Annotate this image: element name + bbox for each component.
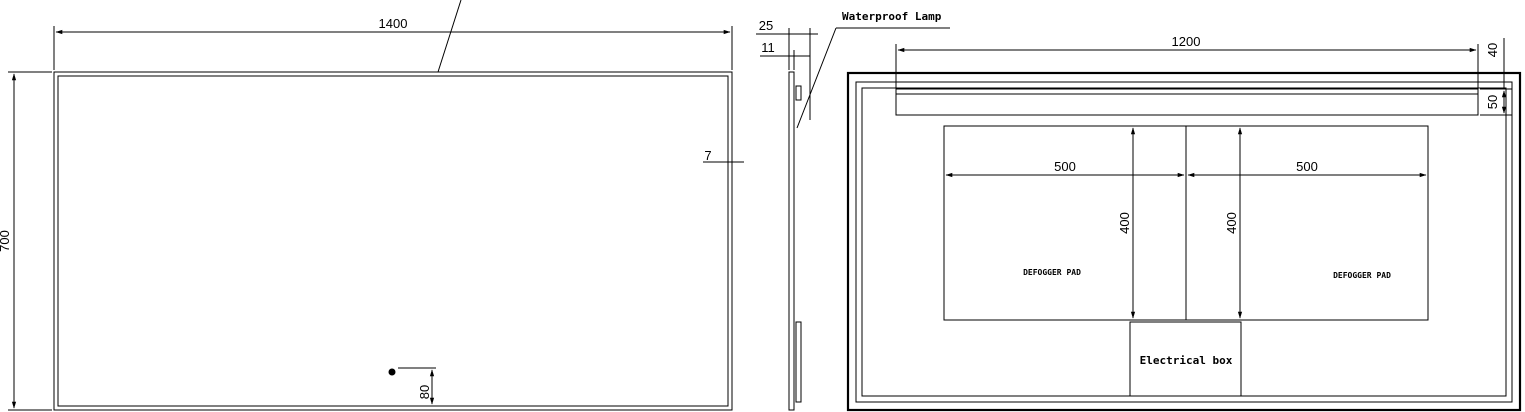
touch-sensor-icon xyxy=(388,368,396,376)
pad-left-label: DEFOGGER PAD xyxy=(1023,268,1081,277)
lamp-leader-line xyxy=(796,27,837,129)
pad-right-height-dim-text: 400 xyxy=(1224,212,1239,234)
lamp-top-offset-dim-text: 40 xyxy=(1485,43,1500,57)
lamp-length-dim-text: 1200 xyxy=(1172,34,1201,49)
total-depth-dim-text: 25 xyxy=(759,18,773,33)
front-inner-frame xyxy=(57,75,729,407)
pad-left-width-dim-text: 500 xyxy=(1054,159,1076,174)
lamp-strip xyxy=(895,88,1479,116)
front-leader-line xyxy=(437,0,462,73)
lamp-height-dim-text: 50 xyxy=(1485,95,1500,109)
back-inner-frame xyxy=(861,87,1507,397)
side-box-profile xyxy=(795,321,802,403)
glass-depth-dim-text: 11 xyxy=(761,40,775,55)
back-middle-frame xyxy=(855,81,1513,403)
back-view: 1200 40 50 500 500 400 400 DEFOGGER PAD … xyxy=(846,34,1522,412)
side-lamp-profile xyxy=(795,85,802,101)
pad-left-height-dim-text: 400 xyxy=(1117,212,1132,234)
back-outer-frame xyxy=(846,71,1522,412)
pad-right-width-dim-text: 500 xyxy=(1296,159,1318,174)
pad-right-label: DEFOGGER PAD xyxy=(1333,271,1391,280)
electrical-box-label: Electrical box xyxy=(1140,354,1233,367)
side-view: 25 11 Waterproof Lamp xyxy=(756,10,950,411)
defogger-pad-right xyxy=(1185,125,1429,321)
front-outer-frame xyxy=(53,71,733,411)
frame-offset-dim-text: 7 xyxy=(704,148,711,163)
defogger-pad-left xyxy=(943,125,1187,321)
front-view: 1400 700 7 80 xyxy=(0,0,744,411)
lamp-label: Waterproof Lamp xyxy=(842,10,942,23)
electrical-box xyxy=(1129,321,1242,397)
sensor-offset-dim-text: 80 xyxy=(417,385,432,399)
height-dim-text: 700 xyxy=(0,230,12,252)
side-glass-profile xyxy=(788,71,795,411)
width-dim-text: 1400 xyxy=(379,16,408,31)
